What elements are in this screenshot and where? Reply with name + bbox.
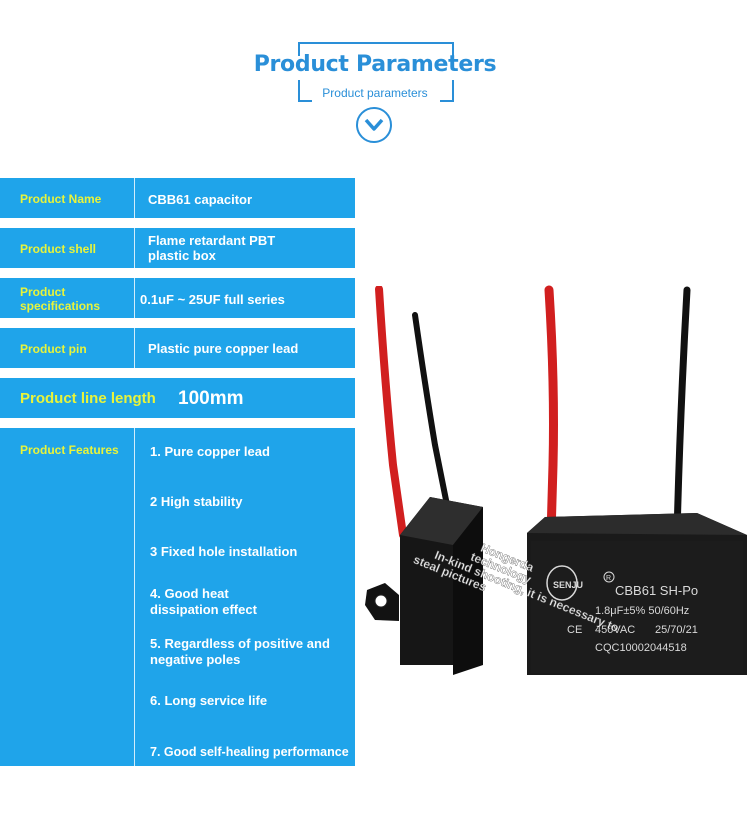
row-value: Plastic pure copper lead (148, 341, 299, 356)
row-value: 0.1uF ~ 25UF full series (140, 292, 285, 307)
table-row: Product line length 100mm (0, 378, 355, 418)
feature-item: 2 High stability (150, 494, 243, 509)
row-label: Product Name (20, 192, 102, 206)
feature-item: 5. Regardless of positive and negative p… (150, 636, 330, 667)
row-label: Product Features (20, 443, 119, 457)
table-row: Product Name CBB61 capacitor (0, 178, 355, 218)
table-row: Product pin Plastic pure copper lead (0, 328, 355, 368)
capacitor-voltage: 450VAC (595, 624, 635, 636)
page-subtitle: Product parameters (322, 86, 428, 100)
row-label: Product specifications (20, 285, 101, 313)
brand-logo: SENJU (553, 580, 583, 590)
capacitor-class: 25/70/21 (655, 624, 698, 636)
feature-item: 4. Good heat dissipation effect (150, 586, 257, 617)
feature-item: 7. Good self-healing performance (150, 745, 349, 759)
capacitor-spec: 1.8μF±5% 50/60Hz (595, 605, 689, 617)
row-label: Product shell (20, 242, 97, 256)
row-value: CBB61 capacitor (148, 192, 253, 207)
table-row: Product specifications 0.1uF ~ 25UF full… (0, 278, 355, 318)
page-title: Product Parameters (253, 52, 497, 77)
header: Product Parameters Product parameters (0, 0, 750, 150)
row-value: 100mm (178, 388, 244, 409)
feature-item: 3 Fixed hole installation (150, 544, 298, 559)
svg-text:R: R (606, 575, 611, 582)
feature-item: 6. Long service life (150, 693, 268, 708)
capacitor-model: CBB61 SH-Po (615, 583, 698, 598)
table-row: Product shell Flame retardant PBT plasti… (0, 228, 355, 268)
title-frame (298, 42, 454, 56)
row-label: Product line length (20, 390, 156, 407)
capacitor-code: CQC10002044518 (595, 642, 687, 654)
capacitor-photo: SENJU R CBB61 SH-Po 1.8μF±5% 50/60Hz CE … (355, 265, 750, 685)
row-value: Flame retardant PBT plastic box (148, 233, 276, 263)
row-label: Product pin (20, 342, 87, 356)
features-row: Product Features 1. Pure copper lead 2 H… (0, 428, 355, 766)
chevron-down-icon (356, 107, 392, 143)
svg-text:CE: CE (567, 624, 582, 636)
feature-item: 1. Pure copper lead (150, 444, 270, 459)
